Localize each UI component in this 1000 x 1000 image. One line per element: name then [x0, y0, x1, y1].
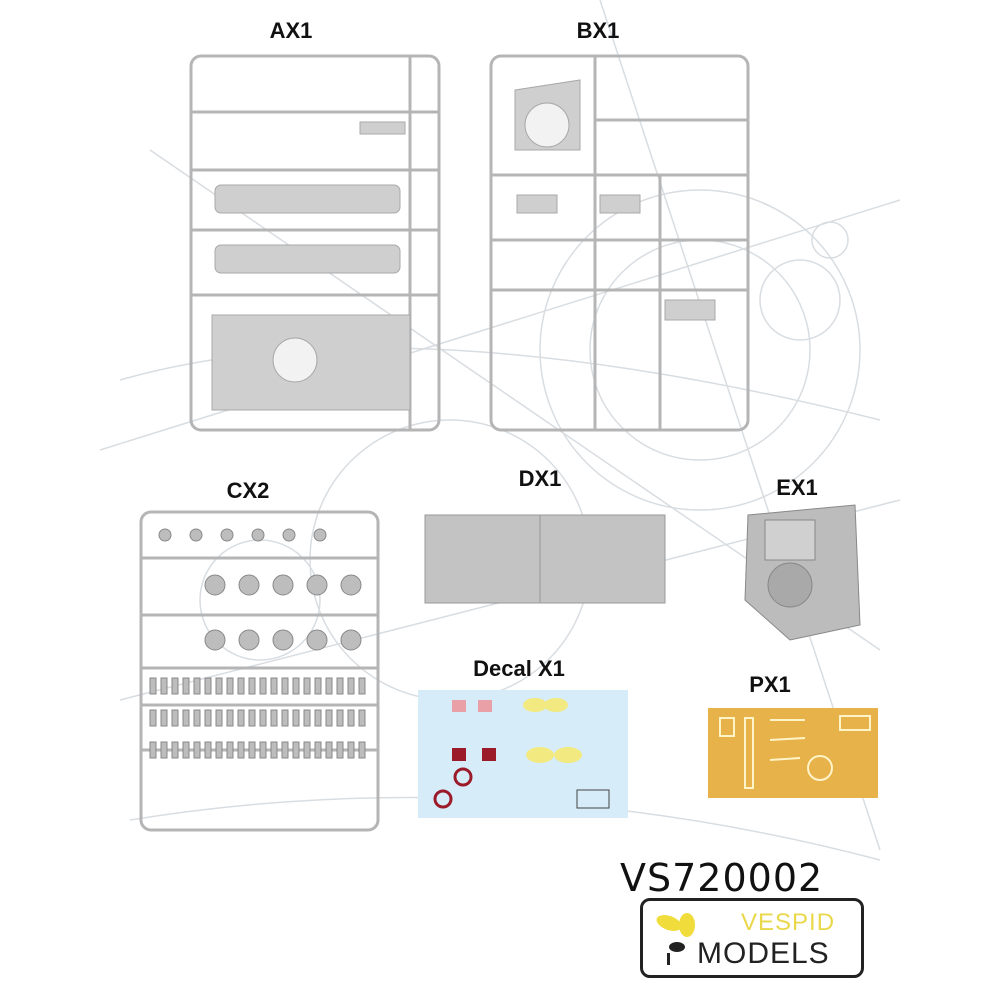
track-link [336, 741, 344, 759]
track-link [160, 709, 168, 727]
track-link [204, 709, 212, 727]
track-link [149, 709, 157, 727]
track-link [226, 741, 234, 759]
track-link [215, 709, 223, 727]
small-wheel [251, 528, 265, 542]
track-link [347, 709, 355, 727]
road-wheel [204, 574, 226, 596]
track-link [237, 709, 245, 727]
track-link [193, 709, 201, 727]
track-link [237, 741, 245, 759]
track-link [237, 677, 245, 695]
sprue-label-ex1: EX1 [776, 475, 818, 500]
road-wheel [238, 574, 260, 596]
track-link [226, 709, 234, 727]
brand-logo: VESPID MODELS [640, 898, 864, 978]
track-link [358, 709, 366, 727]
track-link [215, 741, 223, 759]
track-link [281, 709, 289, 727]
track-link [358, 741, 366, 759]
track-link [204, 741, 212, 759]
track-link [292, 709, 300, 727]
track-link [314, 741, 322, 759]
track-link [314, 677, 322, 695]
track-link [314, 709, 322, 727]
part-ex1 [744, 504, 861, 641]
product-code: VS720002 [620, 856, 824, 900]
sprue-cx2 [139, 510, 380, 832]
track-link [204, 677, 212, 695]
track-link [336, 709, 344, 727]
sprue-label-decal: Decal X1 [473, 656, 565, 681]
brand-line2: MODELS [697, 937, 830, 970]
road-wheel [340, 574, 362, 596]
track-link [358, 677, 366, 695]
track-link [248, 677, 256, 695]
track-link [281, 677, 289, 695]
road-wheel [340, 629, 362, 651]
track-link [325, 741, 333, 759]
small-wheel [189, 528, 203, 542]
road-wheel [306, 629, 328, 651]
road-wheel [272, 629, 294, 651]
sprue-label-ax1: AX1 [269, 18, 313, 43]
track-link [303, 741, 311, 759]
road-wheel [238, 629, 260, 651]
track-link [270, 677, 278, 695]
sprue-label-dx1: DX1 [518, 466, 562, 491]
track-link [193, 677, 201, 695]
small-wheel [313, 528, 327, 542]
road-wheel [204, 629, 226, 651]
track-link [259, 741, 267, 759]
photoetch-sheet [708, 708, 878, 798]
track-link [281, 741, 289, 759]
track-link [248, 741, 256, 759]
track-link [171, 709, 179, 727]
track-link [215, 677, 223, 695]
track-link [160, 677, 168, 695]
track-link [292, 677, 300, 695]
track-link [248, 709, 256, 727]
decal-sheet [418, 690, 628, 818]
track-link [182, 677, 190, 695]
road-wheel [272, 574, 294, 596]
brand-line1: VESPID [741, 909, 836, 936]
part-dx1 [424, 514, 666, 604]
track-link [182, 709, 190, 727]
track-link [171, 741, 179, 759]
track-link [270, 741, 278, 759]
track-link [270, 709, 278, 727]
track-link [303, 709, 311, 727]
sprue-label-cx2: CX2 [226, 478, 270, 503]
track-link [182, 741, 190, 759]
track-link [336, 677, 344, 695]
track-link [259, 677, 267, 695]
track-link [347, 677, 355, 695]
sprue-label-bx1: BX1 [576, 18, 620, 43]
track-link [160, 741, 168, 759]
small-wheel [282, 528, 296, 542]
sprue-bx1 [489, 54, 750, 432]
track-link [303, 677, 311, 695]
track-link [149, 677, 157, 695]
track-link [292, 741, 300, 759]
track-link [325, 677, 333, 695]
track-link [193, 741, 201, 759]
small-wheel [158, 528, 172, 542]
small-wheel [220, 528, 234, 542]
track-link [171, 677, 179, 695]
wasp-icon [656, 913, 695, 965]
road-wheel [306, 574, 328, 596]
track-link [149, 741, 157, 759]
track-link [259, 709, 267, 727]
track-link [347, 741, 355, 759]
track-link [325, 709, 333, 727]
track-link [226, 677, 234, 695]
sprue-label-px1: PX1 [749, 672, 791, 697]
